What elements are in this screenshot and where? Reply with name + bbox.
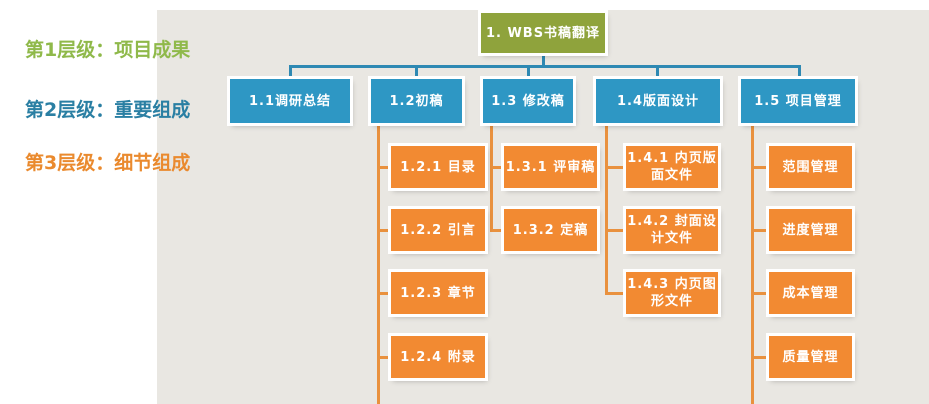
wbs-root-node[interactable]: 1. WBS书稿翻译: [481, 13, 605, 53]
connector: [289, 65, 292, 77]
wbs-node-1-2[interactable]: 1.2初稿: [371, 79, 462, 123]
wbs-node-1-4[interactable]: 1.4版面设计: [596, 79, 720, 123]
connector: [490, 123, 493, 231]
wbs-node-1-2-1[interactable]: 1.2.1 目录: [391, 146, 485, 188]
legend-level-2: 第2层级：重要组成: [25, 99, 191, 121]
wbs-node-schedule-management[interactable]: 进度管理: [769, 209, 852, 251]
wbs-node-1-3-1[interactable]: 1.3.1 评审稿: [504, 146, 597, 188]
connector: [542, 54, 545, 67]
connector: [289, 65, 801, 68]
connector: [377, 123, 380, 404]
wbs-node-1-2-2[interactable]: 1.2.2 引言: [391, 209, 485, 251]
wbs-node-1-5[interactable]: 1.5 项目管理: [741, 79, 855, 123]
connector: [798, 65, 801, 77]
wbs-node-1-4-2[interactable]: 1.4.2 封面设计文件: [626, 209, 718, 251]
wbs-node-scope-management[interactable]: 范围管理: [769, 146, 852, 188]
legend-level-1: 第1层级：项目成果: [25, 39, 191, 61]
wbs-node-1-1[interactable]: 1.1调研总结: [230, 79, 350, 123]
wbs-node-1-3[interactable]: 1.3 修改稿: [483, 79, 573, 123]
wbs-node-1-4-1[interactable]: 1.4.1 内页版面文件: [626, 146, 718, 188]
wbs-node-1-2-4[interactable]: 1.2.4 附录: [391, 336, 485, 378]
wbs-node-cost-management[interactable]: 成本管理: [769, 272, 852, 314]
wbs-node-1-2-3[interactable]: 1.2.3 章节: [391, 272, 485, 314]
connector: [605, 123, 608, 295]
wbs-node-1-4-3[interactable]: 1.4.3 内页图形文件: [626, 272, 718, 314]
wbs-node-quality-management[interactable]: 质量管理: [769, 336, 852, 378]
connector: [415, 65, 418, 77]
connector: [656, 65, 659, 77]
legend-level-3: 第3层级：细节组成: [25, 152, 191, 174]
connector: [751, 123, 754, 404]
wbs-node-1-3-2[interactable]: 1.3.2 定稿: [504, 209, 597, 251]
connector: [527, 65, 530, 77]
